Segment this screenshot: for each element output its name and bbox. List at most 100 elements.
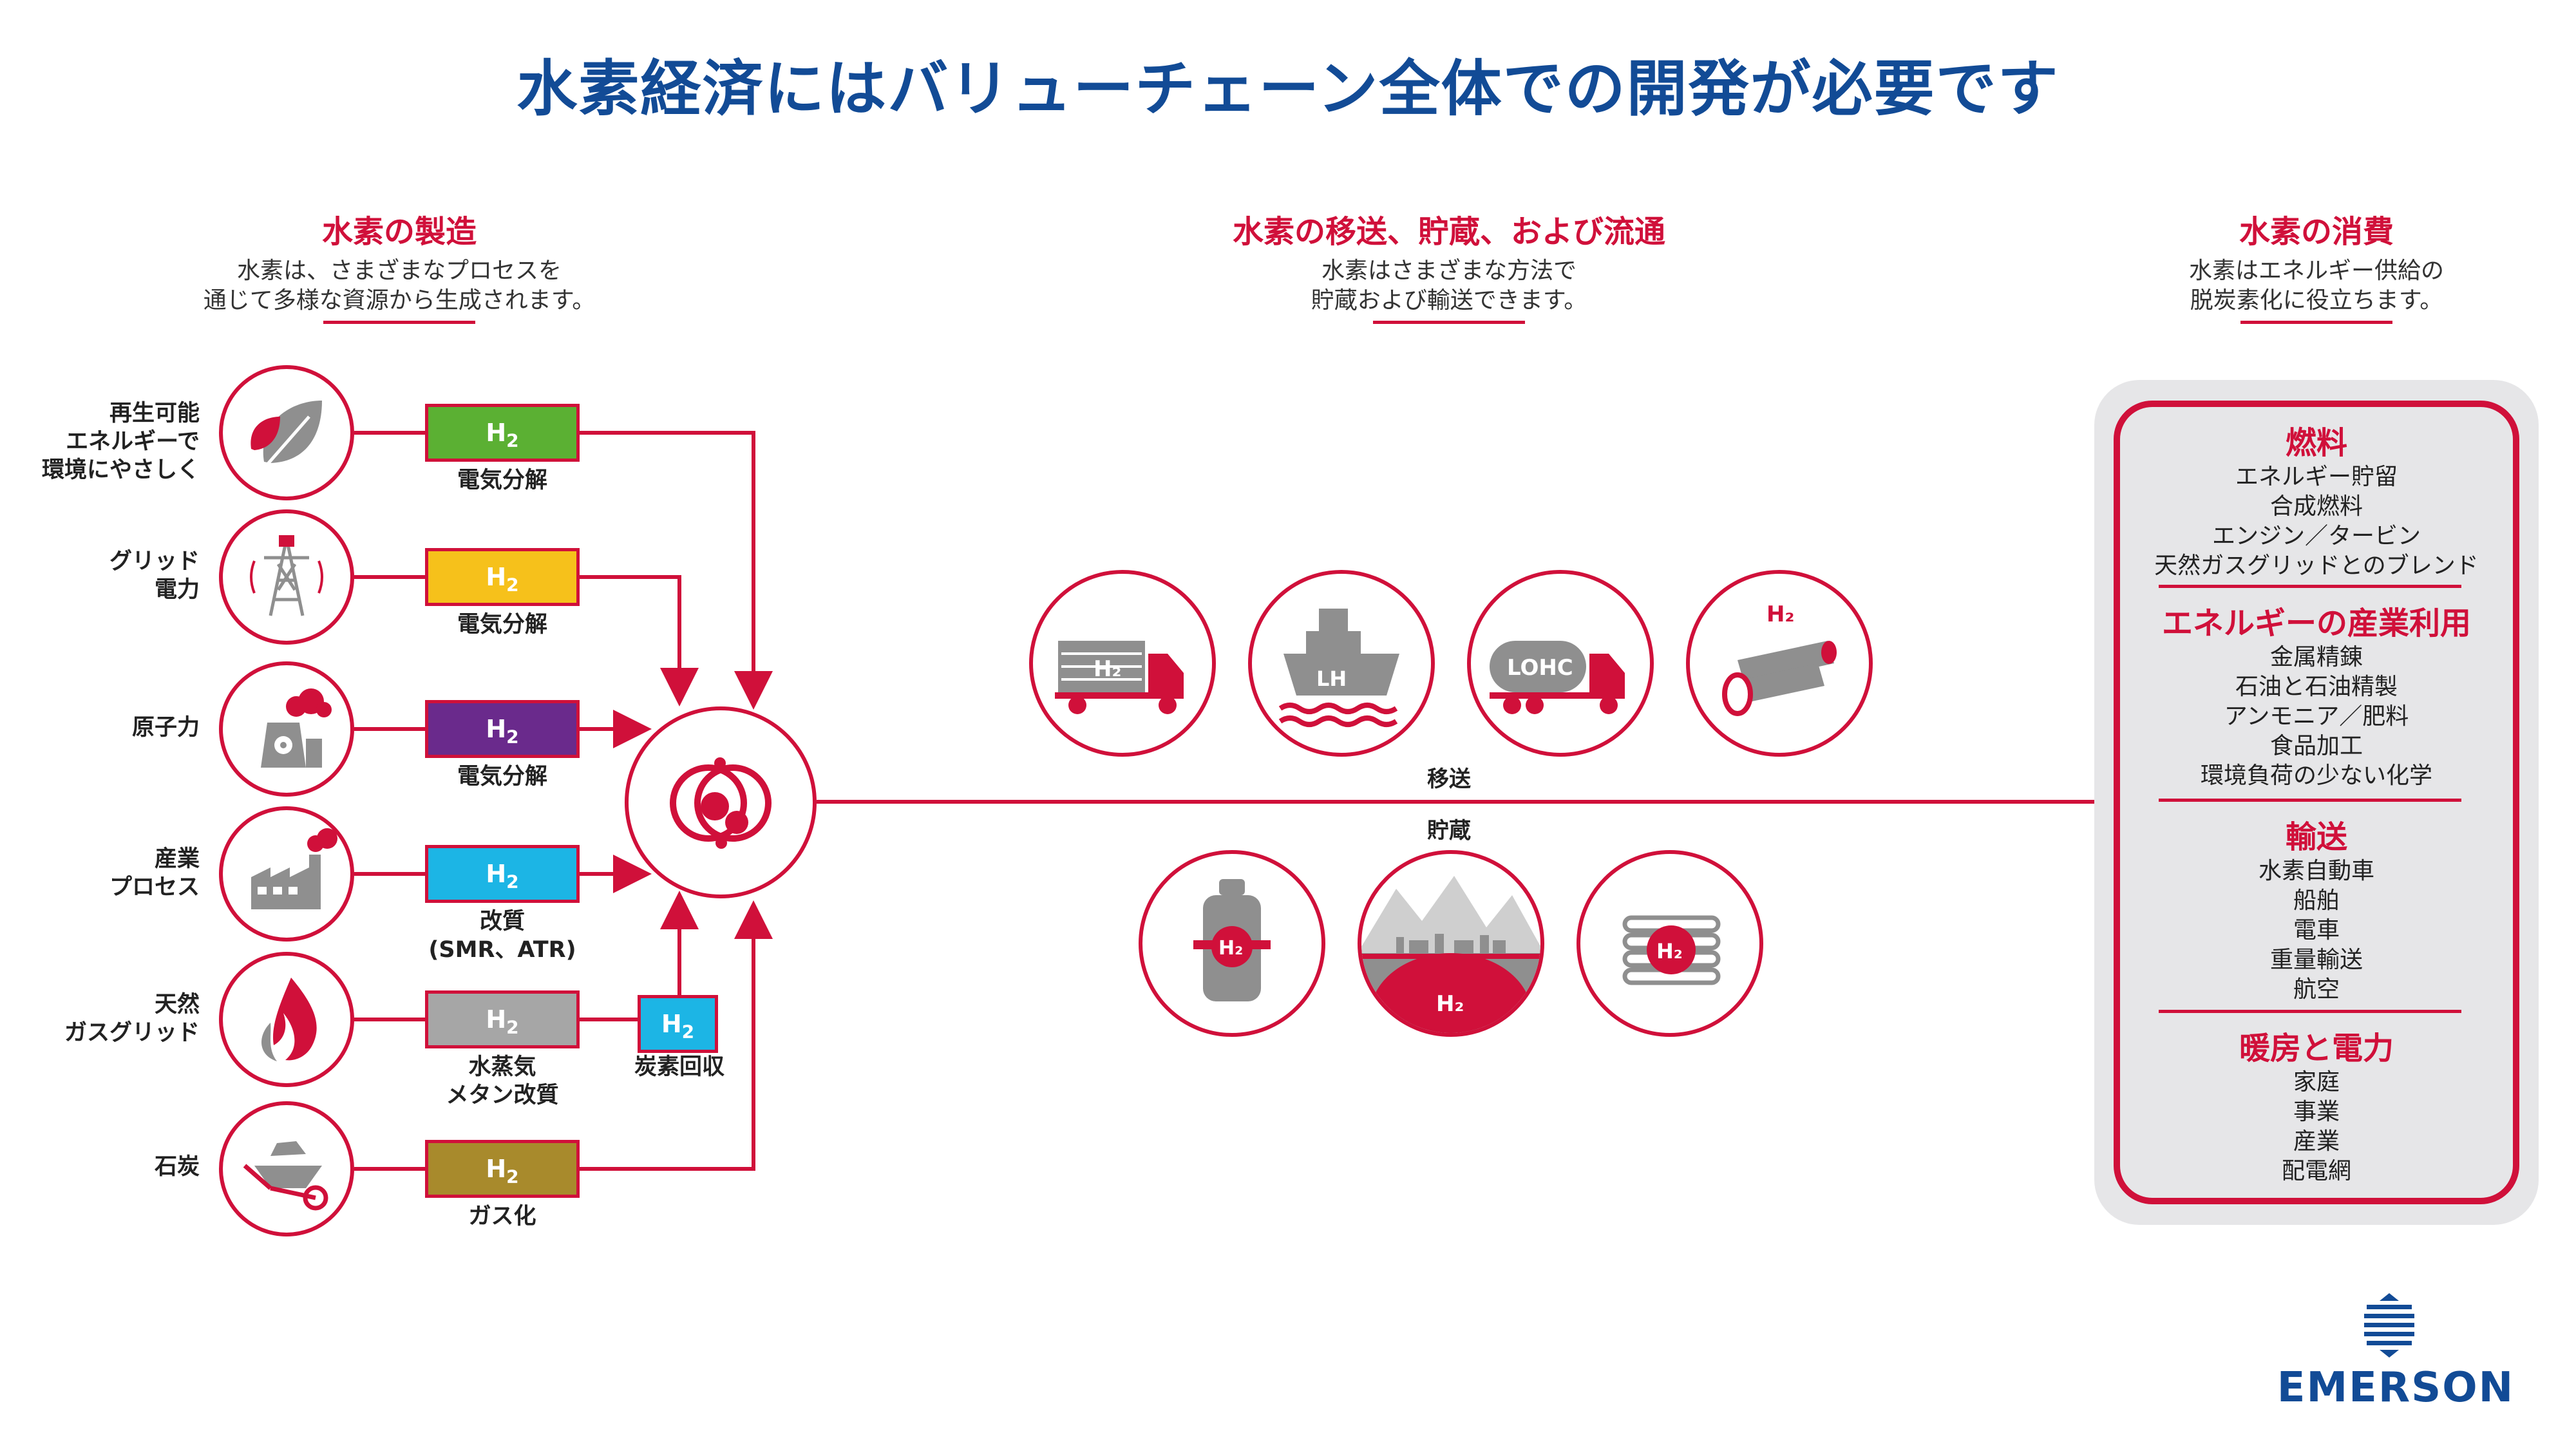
category-item: 航空 [2293, 976, 2340, 1003]
production-rule [323, 321, 475, 324]
consumption-category-fuel: 燃料 エネルギー貯留 合成燃料 エンジン／タービン 天然ガスグリッドとのブレンド [2114, 417, 2519, 581]
category-title: 輸送 [2285, 819, 2347, 855]
category-item: 水素自動車 [2258, 858, 2374, 884]
category-item: 重量輸送 [2269, 947, 2363, 973]
process-label-line: メタン改質 [446, 1083, 559, 1108]
power-tower-icon [250, 535, 323, 616]
h2-text: H [486, 715, 507, 743]
pipeline-circle: H₂ [1686, 570, 1873, 757]
category-item: 事業 [2293, 1099, 2340, 1125]
h2-box-industrial: H2 [425, 845, 580, 903]
industrial-source-circle [219, 806, 354, 942]
source-label-line: 産業 [154, 846, 200, 872]
process-label-natural-gas: 水蒸気 メタン改質 [406, 1053, 599, 1110]
h2-sub: 2 [506, 1166, 519, 1188]
coil-storage-circle: H₂ [1577, 850, 1763, 1037]
h2-cylinder-circle: H₂ [1139, 850, 1325, 1037]
source-label-industrial: 産業 プロセス [13, 845, 200, 902]
category-divider [2159, 585, 2461, 588]
svg-text:H₂: H₂ [1094, 656, 1121, 682]
h2-text: H [486, 860, 507, 888]
process-label-grid: 電気分解 [457, 612, 547, 638]
category-item: 金属精錬 [2269, 644, 2363, 670]
category-divider [2159, 799, 2461, 802]
h2-sub: 2 [506, 574, 519, 596]
lohc-truck-icon: LOHC [1490, 641, 1625, 714]
nuclear-plant-icon [261, 688, 332, 768]
source-label-line: エネルギーで [66, 429, 200, 455]
consumption-panel [2114, 401, 2519, 1204]
h2-sub: 2 [506, 1016, 519, 1038]
source-label-line: 電力 [154, 577, 200, 603]
svg-text:H₂: H₂ [1218, 937, 1243, 960]
h2-box-carbon-capture: H2 [638, 995, 718, 1053]
underground-storage-icon: H₂ [1361, 876, 1540, 1033]
category-item: 産業 [2293, 1128, 2340, 1155]
h2-box-natural-gas: H2 [425, 990, 580, 1048]
svg-text:H₂: H₂ [1656, 939, 1683, 963]
consumption-category-heat-power: 暖房と電力 家庭 事業 産業 配電網 [2114, 1023, 2519, 1186]
h2-sub: 2 [681, 1021, 695, 1043]
h2-text: H [661, 1010, 682, 1038]
coal-wheelbarrow-icon [243, 1141, 328, 1211]
source-label-line: 再生可能 [109, 401, 200, 426]
coal-source-circle [219, 1101, 354, 1236]
truck-h2-icon: H₂ [1055, 641, 1184, 714]
nuclear-source-circle [219, 661, 354, 797]
h2-sub: 2 [506, 726, 519, 748]
source-label-line: 天然 [154, 992, 200, 1018]
consumption-desc-1: 水素はエネルギー供給の [2188, 258, 2444, 284]
h2-box-nuclear: H2 [425, 700, 580, 758]
h2-box-renewable: H2 [425, 404, 580, 462]
page-title: 水素経済にはバリューチェーン全体での開発が必要です [516, 54, 2060, 124]
consumption-header: 水素の消費 水素はエネルギー供給の 脱炭素化に役立ちます。 [2059, 206, 2574, 316]
h2-sub: 2 [506, 871, 519, 893]
transport-desc-1: 水素はさまざまな方法で [1321, 258, 1577, 284]
transport-desc-2: 貯蔵および輸送できます。 [1311, 287, 1587, 314]
category-title: エネルギーの産業利用 [2161, 605, 2471, 641]
consumption-category-transport: 輸送 水素自動車 船舶 電車 重量輸送 航空 [2114, 811, 2519, 1005]
category-item: アンモニア／肥料 [2224, 703, 2409, 730]
source-label-coal: 石炭 [13, 1153, 200, 1181]
production-title: 水素の製造 [321, 214, 477, 250]
category-item: 家庭 [2293, 1069, 2340, 1095]
lohc-text: LOHC [1507, 655, 1573, 681]
carbon-capture-label: 炭素回収 [634, 1054, 724, 1080]
category-item: エネルギー貯留 [2235, 464, 2398, 490]
h2-text: H [486, 1155, 507, 1183]
h2-cylinder-icon: H₂ [1193, 879, 1271, 1001]
h2-box-grid: H2 [425, 548, 580, 606]
lh2-text: LH [1316, 667, 1347, 691]
process-label-line: 改質 [479, 909, 525, 934]
process-label-line: (SMR、ATR) [428, 937, 576, 963]
h2-box-coal: H2 [425, 1140, 580, 1198]
category-item: 合成燃料 [2269, 493, 2363, 520]
consumption-category-industrial: エネルギーの産業利用 金属精錬 石油と石油精製 アンモニア／肥料 食品加工 環境… [2114, 598, 2519, 791]
category-item: 電車 [2293, 917, 2340, 943]
source-label-line: ガスグリッド [64, 1020, 200, 1046]
h2-text: H [486, 1005, 507, 1034]
source-label-line: プロセス [109, 875, 200, 900]
category-item: 石油と石油精製 [2235, 674, 2398, 700]
process-label-industrial: 改質 (SMR、ATR) [406, 907, 599, 964]
production-desc-2: 通じて多様な資源から生成されます。 [203, 287, 596, 314]
grid-source-circle [219, 509, 354, 645]
source-label-line: グリッド [109, 549, 200, 574]
underground-storage-circle: H₂ [1358, 850, 1544, 1037]
production-header: 水素の製造 水素は、さまざまなプロセスを 通じて多様な資源から生成されます。 [142, 206, 657, 316]
source-label-line: 石炭 [154, 1154, 200, 1180]
h2-text: H [486, 419, 507, 447]
consumption-rule [2240, 321, 2392, 324]
transport-header: 水素の移送、貯蔵、および流通 水素はさまざまな方法で 貯蔵および輸送できます。 [1159, 206, 1739, 316]
storage-line-label: 貯蔵 [1427, 818, 1471, 844]
category-item: 環境負荷の少ない化学 [2200, 762, 2432, 789]
source-label-grid: グリッド 電力 [13, 547, 200, 604]
process-label-nuclear: 電気分解 [457, 764, 547, 790]
svg-text:H₂: H₂ [1436, 991, 1464, 1017]
renewable-source-circle [219, 365, 354, 500]
process-label-line: 水蒸気 [468, 1054, 536, 1080]
flame-icon [261, 978, 317, 1061]
lohc-truck-circle: LOHC [1467, 570, 1654, 757]
natural-gas-source-circle [219, 952, 354, 1087]
leaf-icon [251, 401, 322, 469]
